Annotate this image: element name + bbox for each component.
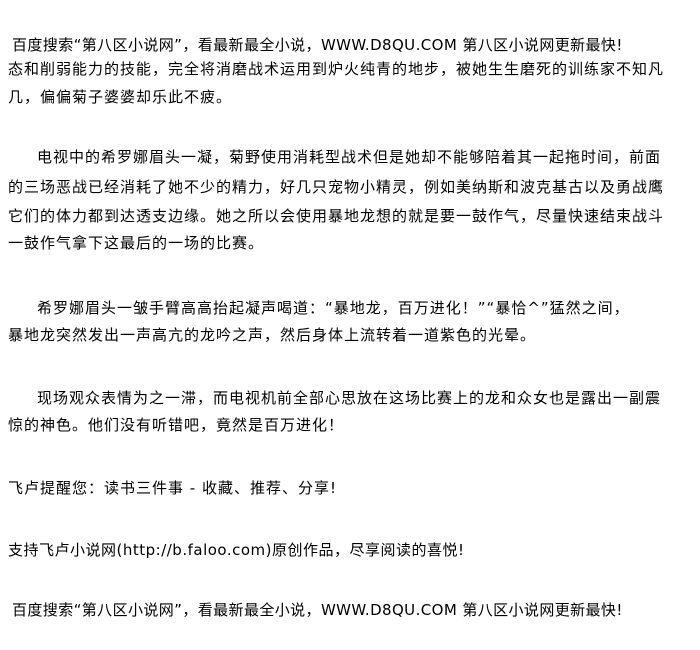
text-line: 惊的神色。他们没有听错吧，竟然是百万进化！ [8,416,345,434]
footer-ad-text: 百度搜索“第八区小说网”，看最新最全小说，WWW.D8QU.COM 第八区小说网… [12,601,623,619]
text-line: 暴地龙突然发出一声高亢的龙吟之声，然后身体上流转着一道紫色的光晕。 [8,326,537,344]
text-line: 现场观众表情为之一滞，而电视机前全部心思放在这场比赛上的龙和众女也是露出一副震 [37,389,662,407]
text-line: 希罗娜眉头一皱手臂高高抬起凝声喝道：“暴地龙，百万进化！”“暴恰^”猛然之间， [37,299,630,317]
text-line: 电视中的希罗娜眉头一凝，菊野使用消耗型战术但是她却不能够陪着其一起拖时间，前面 [37,148,662,166]
text-line: 的三场恶战已经消耗了她不少的精力，好几只宠物小精灵，例如美纳斯和波克基古以及勇战… [8,178,665,196]
reminder-text: 飞卢提醒您：读书三件事 - 收藏、推荐、分享! [8,479,337,497]
text-line: 态和削弱能力的技能，完全将消磨战术运用到炉火纯青的地步，被她生生磨死的训练家不知… [8,60,665,78]
text-line: 一鼓作气拿下这最后的一场的比赛。 [8,234,265,252]
support-text: 支持飞卢小说网(http://b.faloo.com)原创作品，尽享阅读的喜悦! [8,541,465,559]
header-ad-text: 百度搜索“第八区小说网”，看最新最全小说，WWW.D8QU.COM 第八区小说网… [12,36,623,54]
text-line: 它们的体力都到达透支边缘。她之所以会使用暴地龙想的就是要一鼓作气，尽量快速结束战… [8,207,665,225]
text-line: 几，偏偏菊子婆婆却乐此不疲。 [8,88,233,106]
